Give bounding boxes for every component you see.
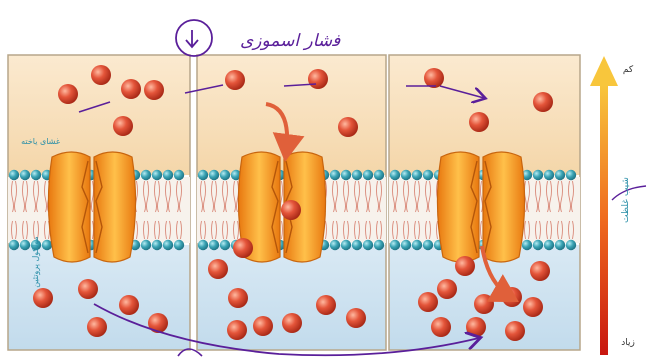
solute-molecule [253, 316, 273, 336]
solute-molecule [58, 84, 78, 104]
lipid-head [363, 240, 373, 250]
solute-molecule [316, 295, 336, 315]
handwritten-label: ﻓﺷﺎر اسموزی [240, 31, 341, 51]
solute-molecule [523, 297, 543, 317]
solute-molecule [33, 288, 53, 308]
solute-molecule [87, 317, 107, 337]
lipid-head [20, 240, 30, 250]
lipid-head [20, 170, 30, 180]
solute-molecule [281, 200, 301, 220]
solute-molecule [91, 65, 111, 85]
lipid-head [555, 240, 565, 250]
lipid-head [174, 170, 184, 180]
lipid-head [152, 240, 162, 250]
lipid-head [330, 240, 340, 250]
lipid-head [390, 170, 400, 180]
lipid-head [412, 170, 422, 180]
protein-label: مولکول پروتئین [31, 236, 40, 287]
lipid-head [522, 240, 532, 250]
solute-molecule [78, 279, 98, 299]
solute-molecule [418, 292, 438, 312]
solute-molecule [228, 288, 248, 308]
lipid-head [544, 170, 554, 180]
lipid-head [533, 170, 543, 180]
solute-molecule [530, 261, 550, 281]
lipid-head [352, 170, 362, 180]
lipid-head [363, 170, 373, 180]
solute-molecule [208, 259, 228, 279]
solute-molecule [144, 80, 164, 100]
lipid-head [566, 240, 576, 250]
solute-molecule [437, 279, 457, 299]
lipid-head [220, 240, 230, 250]
lipid-head [341, 170, 351, 180]
lipid-head [566, 170, 576, 180]
concentration-scale [590, 56, 618, 355]
lipid-head [423, 240, 433, 250]
lipid-head [374, 240, 384, 250]
solute-molecule [113, 116, 133, 136]
solute-molecule [431, 317, 451, 337]
solute-molecule [469, 112, 489, 132]
scale-low-label: کم [623, 65, 634, 75]
membrane-label: غشای یاخته [21, 137, 60, 146]
pen-circle [176, 20, 212, 56]
lipid-head [198, 240, 208, 250]
scale-mid-label: شیب غلظت [621, 177, 631, 223]
lipid-head [533, 240, 543, 250]
solute-molecule [533, 92, 553, 112]
lipid-head [412, 240, 422, 250]
scale-bar [600, 85, 608, 355]
solute-molecule [466, 317, 486, 337]
lipid-head [152, 170, 162, 180]
protein-half [437, 152, 479, 262]
protein-half [94, 152, 136, 262]
lipid-head [209, 170, 219, 180]
solute-molecule [338, 117, 358, 137]
lipid-head [330, 170, 340, 180]
lipid-head [423, 170, 433, 180]
solute-molecule [119, 295, 139, 315]
lipid-head [390, 240, 400, 250]
solute-molecule [505, 321, 525, 341]
lipid-head [9, 240, 19, 250]
lipid-head [555, 170, 565, 180]
solute-molecule [233, 238, 253, 258]
lipid-head [163, 240, 173, 250]
protein-half [483, 152, 525, 262]
solute-molecule [474, 294, 494, 314]
pen-arrow-down [186, 30, 198, 47]
solute-molecule [227, 320, 247, 340]
scale-high-label: زیاد [621, 338, 635, 348]
lipid-head [352, 240, 362, 250]
lipid-head [141, 240, 151, 250]
solute-molecule [424, 68, 444, 88]
lipid-head [42, 240, 52, 250]
solute-molecule [455, 256, 475, 276]
lipid-head [209, 240, 219, 250]
lipid-head [141, 170, 151, 180]
lipid-head [31, 170, 41, 180]
lipid-head [174, 240, 184, 250]
lipid-head [163, 170, 173, 180]
solute-molecule [346, 308, 366, 328]
lipid-head [374, 170, 384, 180]
protein-half [48, 152, 90, 262]
lipid-head [220, 170, 230, 180]
lipid-head [9, 170, 19, 180]
solute-molecule [282, 313, 302, 333]
solute-molecule [121, 79, 141, 99]
lipid-head [544, 240, 554, 250]
lipid-head [198, 170, 208, 180]
solute-molecule [225, 70, 245, 90]
lipid-head [341, 240, 351, 250]
lipid-head [401, 170, 411, 180]
solute-molecule [308, 69, 328, 89]
lipid-head [401, 240, 411, 250]
scale-arrow-head [590, 56, 618, 86]
